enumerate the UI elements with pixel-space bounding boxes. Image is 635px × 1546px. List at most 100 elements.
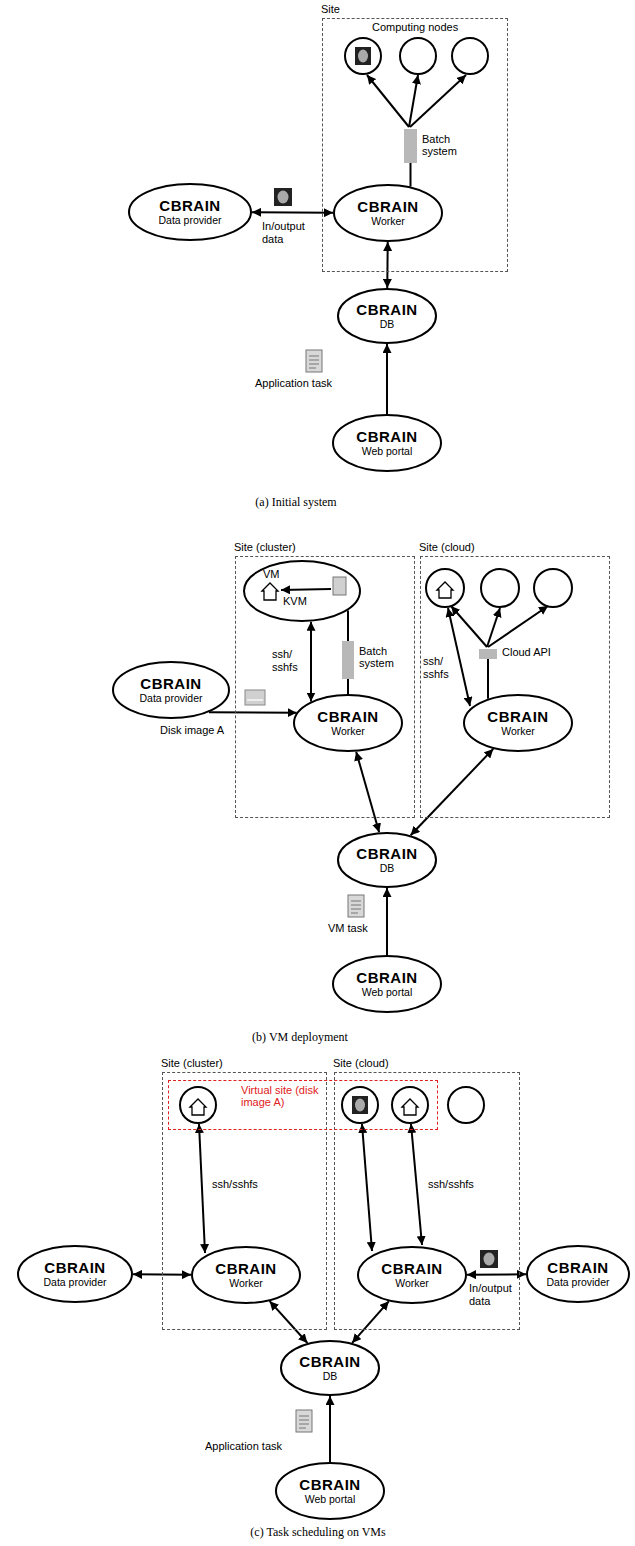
service-ellipse: CBRAINWeb portal — [275, 1462, 385, 1520]
connector — [310, 622, 312, 702]
node-title: CBRAIN — [317, 709, 378, 726]
ellipse-border — [338, 833, 436, 887]
cloud-node — [534, 569, 572, 607]
ellipse-border — [294, 695, 402, 751]
protocol-label: ssh/sshfs — [212, 1178, 258, 1191]
node-subtitle: DB — [380, 319, 395, 331]
site-heading: Site (cluster) — [161, 1057, 223, 1069]
site-box: SiteBatch systemCBRAINWorker — [322, 18, 508, 272]
text-stack: CBRAINDB — [337, 288, 437, 344]
brain-shape — [355, 1099, 365, 1112]
disk-slot — [247, 699, 263, 701]
connector — [347, 610, 349, 641]
service-ellipse: CBRAINData provider — [526, 1245, 630, 1303]
ssh-arrow — [199, 1124, 205, 1253]
panel-c-illustration — [180, 1087, 498, 1432]
ellipse-border — [334, 185, 442, 241]
node-title: CBRAIN — [159, 198, 220, 215]
node-title: CBRAIN — [140, 676, 201, 693]
boot-arrow — [281, 589, 331, 590]
edge-label: In/output data — [262, 220, 317, 245]
vm-ellipse: VMKVM — [243, 560, 361, 622]
text-stack: CBRAINWeb portal — [275, 1462, 385, 1520]
text-stack: CBRAINWorker — [463, 694, 573, 752]
document-lines — [299, 1416, 309, 1428]
edge-label: VM task — [328, 922, 368, 935]
brain-image — [355, 47, 371, 65]
ssh-arrow — [362, 1124, 372, 1251]
compute-node — [400, 38, 436, 74]
text-stack: CBRAINWorker — [293, 694, 403, 752]
service-ellipse: CBRAINWorker — [357, 1246, 467, 1304]
house-icon — [402, 1099, 418, 1115]
panel-caption: (b) VM deployment — [252, 1031, 348, 1045]
text-stack: CBRAINDB — [337, 832, 437, 888]
document-icon — [296, 1410, 312, 1432]
text-stack: CBRAINWorker — [333, 184, 443, 242]
node-subtitle: Worker — [395, 1278, 429, 1290]
service-ellipse: CBRAINWeb portal — [332, 414, 442, 472]
ellipse-border — [338, 289, 436, 343]
connector — [386, 344, 388, 414]
node-title: CBRAIN — [215, 1261, 276, 1278]
node-subtitle: DB — [323, 1371, 338, 1383]
node-label: Cloud API — [502, 646, 551, 658]
brain-image — [352, 1096, 368, 1114]
edge-label: In/output data — [469, 1282, 519, 1307]
brain-shape — [278, 191, 289, 204]
site-box: Site (cluster)VMKVMBatch systemCBRAINWor… — [235, 556, 415, 818]
connector — [487, 659, 489, 699]
connector — [347, 679, 349, 694]
group-label: Computing nodes — [372, 21, 458, 34]
text-stack: CBRAINData provider — [128, 183, 252, 241]
house-icon — [437, 582, 453, 598]
node-subtitle: Data provider — [139, 693, 202, 705]
node-title: CBRAIN — [381, 1261, 442, 1278]
node-subtitle: Web portal — [362, 987, 413, 999]
brain-shape — [358, 50, 368, 63]
text-stack: CBRAINData provider — [112, 661, 230, 719]
connector — [386, 242, 388, 288]
panel-caption: (a) Initial system — [255, 496, 336, 510]
service-ellipse: CBRAINWorker — [463, 694, 573, 752]
dispatch-arrow — [488, 606, 548, 647]
vm-node — [342, 1087, 378, 1123]
service-ellipse: CBRAINWorker — [333, 184, 443, 242]
ellipse-border — [129, 184, 251, 240]
connector — [467, 1273, 526, 1275]
service-ellipse: CBRAINDB — [280, 1340, 380, 1396]
ssh-arrow — [411, 1124, 422, 1245]
ellipse-border — [464, 695, 572, 751]
vm-node — [392, 1087, 428, 1123]
text-stack: CBRAINDB — [280, 1340, 380, 1396]
node-subtitle: Worker — [501, 726, 535, 738]
cloud-node — [426, 569, 464, 607]
brain-image — [480, 1250, 498, 1268]
site-box: Site (cluster)CBRAINWorker — [162, 1072, 327, 1330]
node-title: CBRAIN — [356, 970, 417, 987]
connector — [386, 888, 388, 955]
node-title: CBRAIN — [44, 1260, 105, 1277]
edge-label: Disk image A — [160, 724, 224, 737]
node-title: CBRAIN — [356, 302, 417, 319]
node-label: Batch system — [422, 133, 474, 158]
node-subtitle: Web portal — [305, 1494, 356, 1506]
text-stack: CBRAINWorker — [191, 1246, 301, 1304]
connector — [352, 1301, 389, 1343]
document-icon — [306, 350, 322, 372]
site-heading: Site (cloud) — [333, 1057, 389, 1069]
node-subtitle: DB — [380, 863, 395, 875]
site-heading: Site (cluster) — [234, 541, 296, 553]
virtual-site-label: Virtual site (disk image A) — [241, 1084, 319, 1109]
connector — [252, 211, 333, 213]
document-lines — [351, 901, 361, 913]
compute-node — [452, 38, 488, 74]
document-icon — [348, 895, 364, 917]
node-subtitle: Data provider — [158, 215, 221, 227]
node-subtitle: Worker — [371, 216, 405, 228]
service-ellipse: CBRAINWeb portal — [332, 955, 442, 1013]
disk-icon — [245, 690, 265, 705]
node-title: CBRAIN — [547, 1260, 608, 1277]
dispatch-arrow — [451, 606, 487, 647]
service-ellipse: CBRAINDB — [337, 288, 437, 344]
